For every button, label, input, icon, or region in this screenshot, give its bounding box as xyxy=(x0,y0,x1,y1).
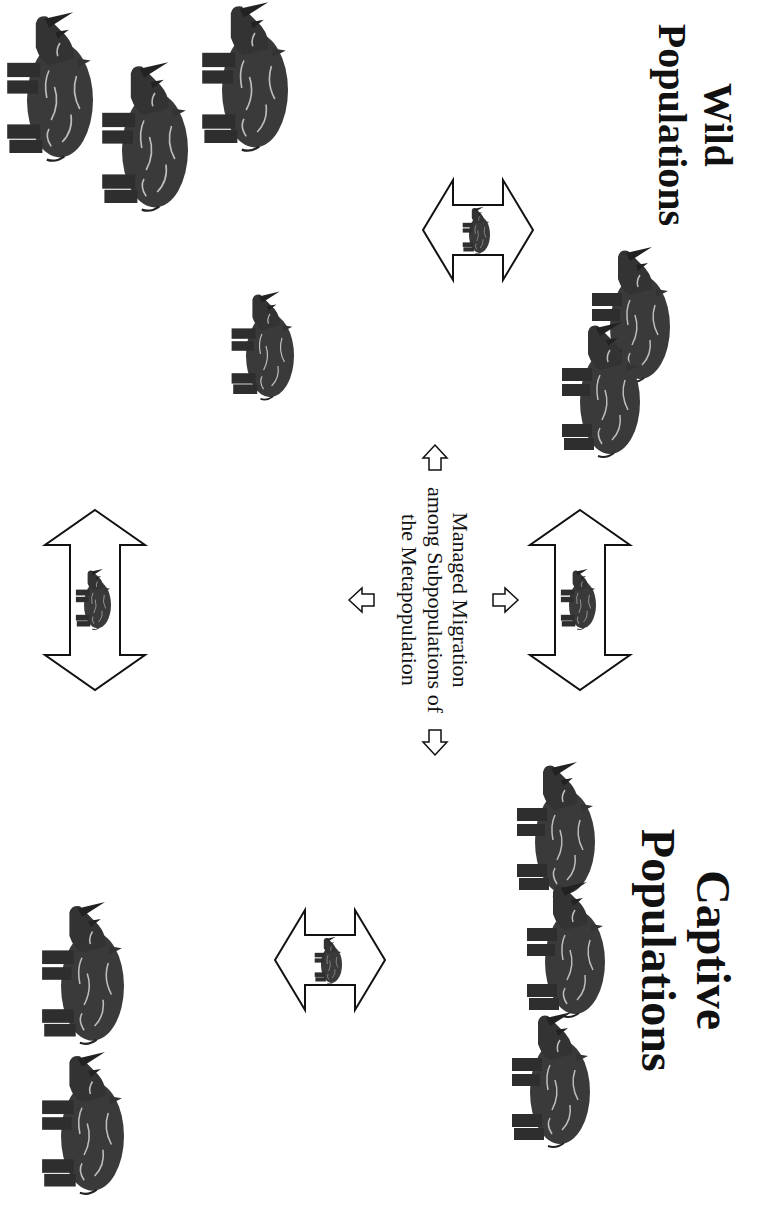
double-arrow xyxy=(530,510,630,690)
rhino-figure xyxy=(463,207,490,254)
rhino-figure xyxy=(42,1052,124,1194)
small-arrow xyxy=(423,445,447,470)
rhino-figure xyxy=(102,62,188,211)
rhino-figure xyxy=(517,762,595,897)
rhino-figure xyxy=(561,569,596,630)
rhino-figure xyxy=(512,1012,590,1147)
rhino-figure xyxy=(202,2,288,151)
double-arrow xyxy=(423,180,533,280)
rhino-figure xyxy=(527,882,605,1017)
rhino-figure xyxy=(76,569,111,630)
section-title: Wild Populations xyxy=(649,24,741,226)
rhino-figure xyxy=(7,12,93,161)
small-arrow xyxy=(423,730,447,755)
double-arrow xyxy=(275,910,385,1010)
small-arrow xyxy=(349,588,374,612)
rhino-figure xyxy=(42,902,124,1044)
center-caption: Managed Migration among Subpopulations o… xyxy=(397,485,473,715)
rhino-figure xyxy=(562,322,640,457)
small-arrow xyxy=(493,588,518,612)
rhino-figure xyxy=(232,292,294,400)
double-arrow xyxy=(45,510,145,690)
section-title: Captive Populations xyxy=(630,829,740,1072)
rhino-figure xyxy=(315,937,342,984)
